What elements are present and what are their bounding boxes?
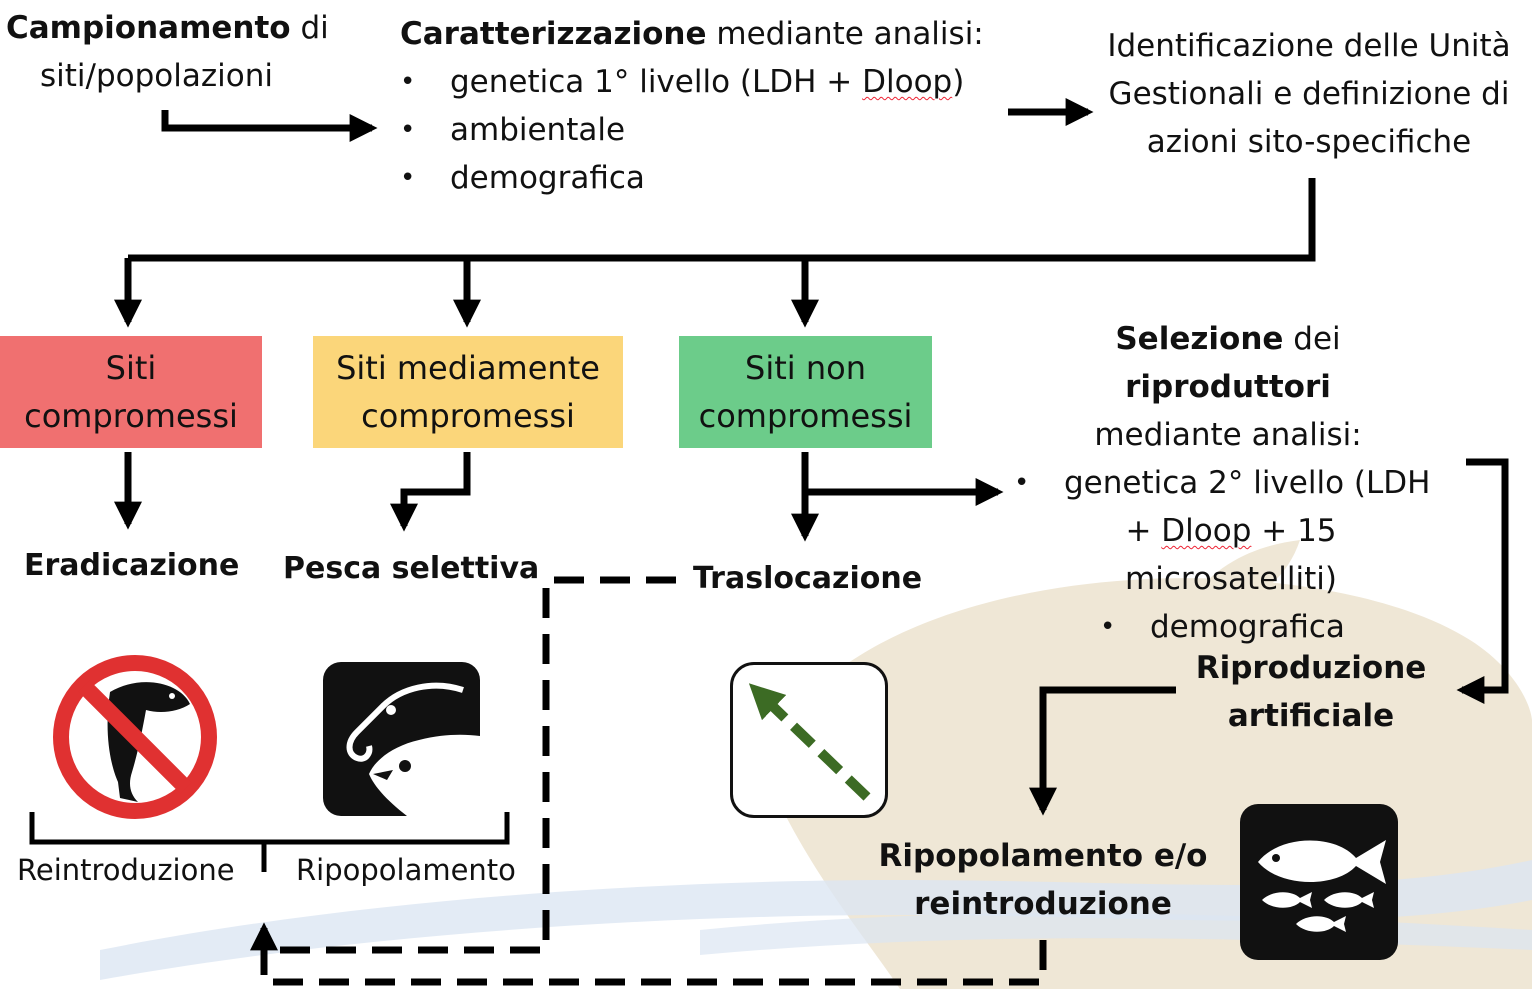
restocking-line1: Ripopolamento e/o [878, 838, 1208, 874]
selection-bold1: Selezione [1115, 321, 1284, 357]
characterization-rest: mediante analisi: [706, 16, 984, 52]
characterization-item-demographic: demografica [400, 154, 1000, 202]
characterization-item-environmental: ambientale [400, 106, 1000, 154]
characterization-block: Caratterizzazione mediante analisi: gene… [400, 10, 1000, 202]
watermark-wave-1 [100, 860, 1532, 980]
characterization-item-genetic: genetica 1° livello (LDH + Dloop) [400, 58, 1000, 106]
fishing-hook-icon [323, 662, 480, 816]
box-green-line2: compromessi [698, 397, 913, 435]
pesca-selettiva-label: Pesca selettiva [283, 551, 540, 586]
box-green-line1: Siti non [745, 349, 866, 387]
connector-identification-down [128, 178, 1316, 262]
selection-item-genetic: genetica 2° livello (LDH + Dloop + 15 mi… [1014, 459, 1448, 603]
arrow-yellow-to-pesca [390, 452, 471, 532]
identification-line2: Gestionali e definizione di [1108, 76, 1510, 112]
sampling-line2: siti/popolazioni [40, 58, 273, 94]
dashed-restocking-to-bracket [260, 940, 1047, 986]
restocking-line2: reintroduzione [914, 886, 1172, 922]
selection-g2-line3: microsatelliti) [1125, 561, 1337, 597]
arrow-sampling-to-characterization [161, 110, 378, 142]
reintroduzione-label: Reintroduzione [17, 853, 235, 887]
translocation-arrow-icon [730, 662, 888, 818]
bracket-reintro-ripop [29, 812, 510, 872]
restocking-label: Ripopolamento e/o reintroduzione [870, 832, 1216, 928]
characterization-bold: Caratterizzazione [400, 16, 707, 52]
selection-block: Selezione dei riproduttori mediante anal… [1008, 315, 1448, 651]
box-red-line1: Siti [105, 349, 157, 387]
artificial-reproduction-label: Riproduzione artificiale [1180, 644, 1442, 740]
box-siti-mediamente-compromessi: Siti mediamente compromessi [313, 336, 623, 448]
identification-block: Identificazione delle Unità Gestionali e… [1086, 22, 1532, 166]
box-yellow-line1: Siti mediamente [336, 349, 600, 387]
sampling-rest: di [290, 10, 329, 46]
arrow-artificial-to-restocking [1029, 686, 1176, 816]
selection-mid: dei [1283, 321, 1341, 357]
fish-school-icon [1240, 804, 1398, 960]
dashed-traslocazione-to-bracket [250, 576, 676, 954]
sampling-label: Campionamento di siti/popolazioni [6, 4, 336, 100]
ripopolamento-label: Ripopolamento [296, 853, 516, 887]
box-siti-compromessi: Siti compromessi [0, 336, 262, 448]
box-red-line2: compromessi [24, 397, 238, 435]
box-siti-non-compromessi: Siti non compromessi [679, 336, 932, 448]
selection-bold2: riproduttori [1125, 369, 1331, 405]
artificial-line1: Riproduzione [1195, 650, 1427, 686]
no-fish-icon [53, 655, 217, 819]
identification-line1: Identificazione delle Unità [1107, 28, 1511, 64]
eradicazione-label: Eradicazione [24, 548, 240, 583]
traslocazione-label: Traslocazione [693, 561, 923, 596]
selection-g2-line1: genetica 2° livello (LDH [1064, 465, 1431, 501]
box-yellow-line2: compromessi [361, 397, 575, 435]
arrow-selection-to-artificial [1456, 458, 1509, 704]
selection-item-demographic: demografica [1100, 603, 1448, 651]
sampling-bold: Campionamento [6, 10, 291, 46]
identification-line3: azioni sito-specifiche [1146, 124, 1472, 160]
selection-line2: mediante analisi: [1094, 417, 1362, 453]
artificial-line2: artificiale [1227, 698, 1395, 734]
